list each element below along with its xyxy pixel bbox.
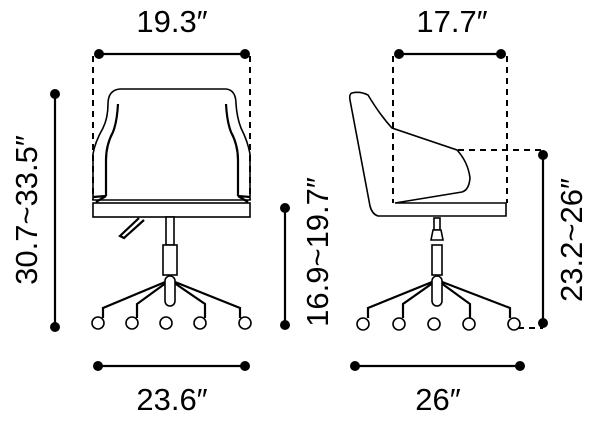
seat-height-dimension (280, 203, 290, 330)
side-casters (356, 317, 521, 331)
side-base-dimension (350, 361, 525, 371)
side-chair-drawing (348, 91, 521, 331)
seat-height-label: 16.9~19.7″ (300, 177, 335, 327)
side-depth-dimension (392, 49, 508, 203)
front-chair-drawing (91, 88, 252, 330)
front-base-label: 23.6″ (136, 382, 207, 417)
front-base-dimension (93, 361, 250, 371)
front-casters (91, 316, 252, 330)
total-height-label: 30.7~33.5″ (9, 135, 44, 285)
front-width-label: 19.3″ (136, 4, 207, 39)
front-width-dimension (92, 49, 251, 200)
side-depth-label: 17.7″ (416, 4, 487, 39)
arm-height-label: 23.2~26″ (554, 178, 589, 302)
arm-height-dimension (458, 149, 548, 329)
side-base-label: 26″ (415, 382, 460, 417)
total-height-dimension (50, 89, 60, 332)
